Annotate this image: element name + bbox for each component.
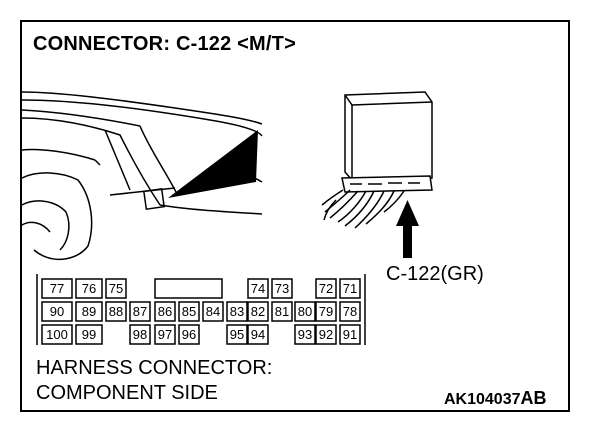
pin-73: 73 — [274, 281, 290, 296]
pin-74: 74 — [250, 281, 266, 296]
connector-label: C-122(GR) — [386, 263, 484, 285]
pointer-wedge — [168, 130, 258, 198]
pin-83: 83 — [229, 304, 245, 319]
pin-81: 81 — [274, 304, 290, 319]
pin-95: 95 — [229, 327, 245, 342]
figure-code: AK104037AB — [444, 388, 547, 409]
diagram-frame — [20, 20, 570, 412]
pin-90: 90 — [49, 304, 65, 319]
pin-91: 91 — [342, 327, 358, 342]
pin-92: 92 — [318, 327, 334, 342]
pin-80: 80 — [297, 304, 313, 319]
connector-component-illustration — [321, 91, 433, 229]
pin-98: 98 — [132, 327, 148, 342]
pin-grid — [36, 274, 366, 345]
pin-76: 76 — [81, 281, 97, 296]
pin-75: 75 — [108, 281, 124, 296]
pin-72: 72 — [318, 281, 334, 296]
pin-71: 71 — [342, 281, 358, 296]
pin-79: 79 — [318, 304, 334, 319]
pin-89: 89 — [81, 304, 97, 319]
pin-87: 87 — [132, 304, 148, 319]
pin-94: 94 — [250, 327, 266, 342]
pin-82: 82 — [250, 304, 266, 319]
pin-100: 100 — [46, 327, 68, 342]
diagram-title: CONNECTOR: C-122 <M/T> — [33, 33, 296, 55]
up-arrow-icon — [396, 200, 419, 258]
pin-93: 93 — [297, 327, 313, 342]
pin-86: 86 — [157, 304, 173, 319]
figure-code-suffix: AB — [520, 388, 547, 408]
caption-line2: COMPONENT SIDE — [36, 382, 218, 404]
pin-85: 85 — [181, 304, 197, 319]
pin-99: 99 — [81, 327, 97, 342]
figure-code-main: AK104037 — [444, 391, 521, 408]
pin-84: 84 — [205, 304, 221, 319]
pin-96: 96 — [181, 327, 197, 342]
pin-77: 77 — [49, 281, 65, 296]
pin-97: 97 — [157, 327, 173, 342]
pin-88: 88 — [108, 304, 124, 319]
pin-78: 78 — [342, 304, 358, 319]
caption-line1: HARNESS CONNECTOR: — [36, 357, 273, 379]
